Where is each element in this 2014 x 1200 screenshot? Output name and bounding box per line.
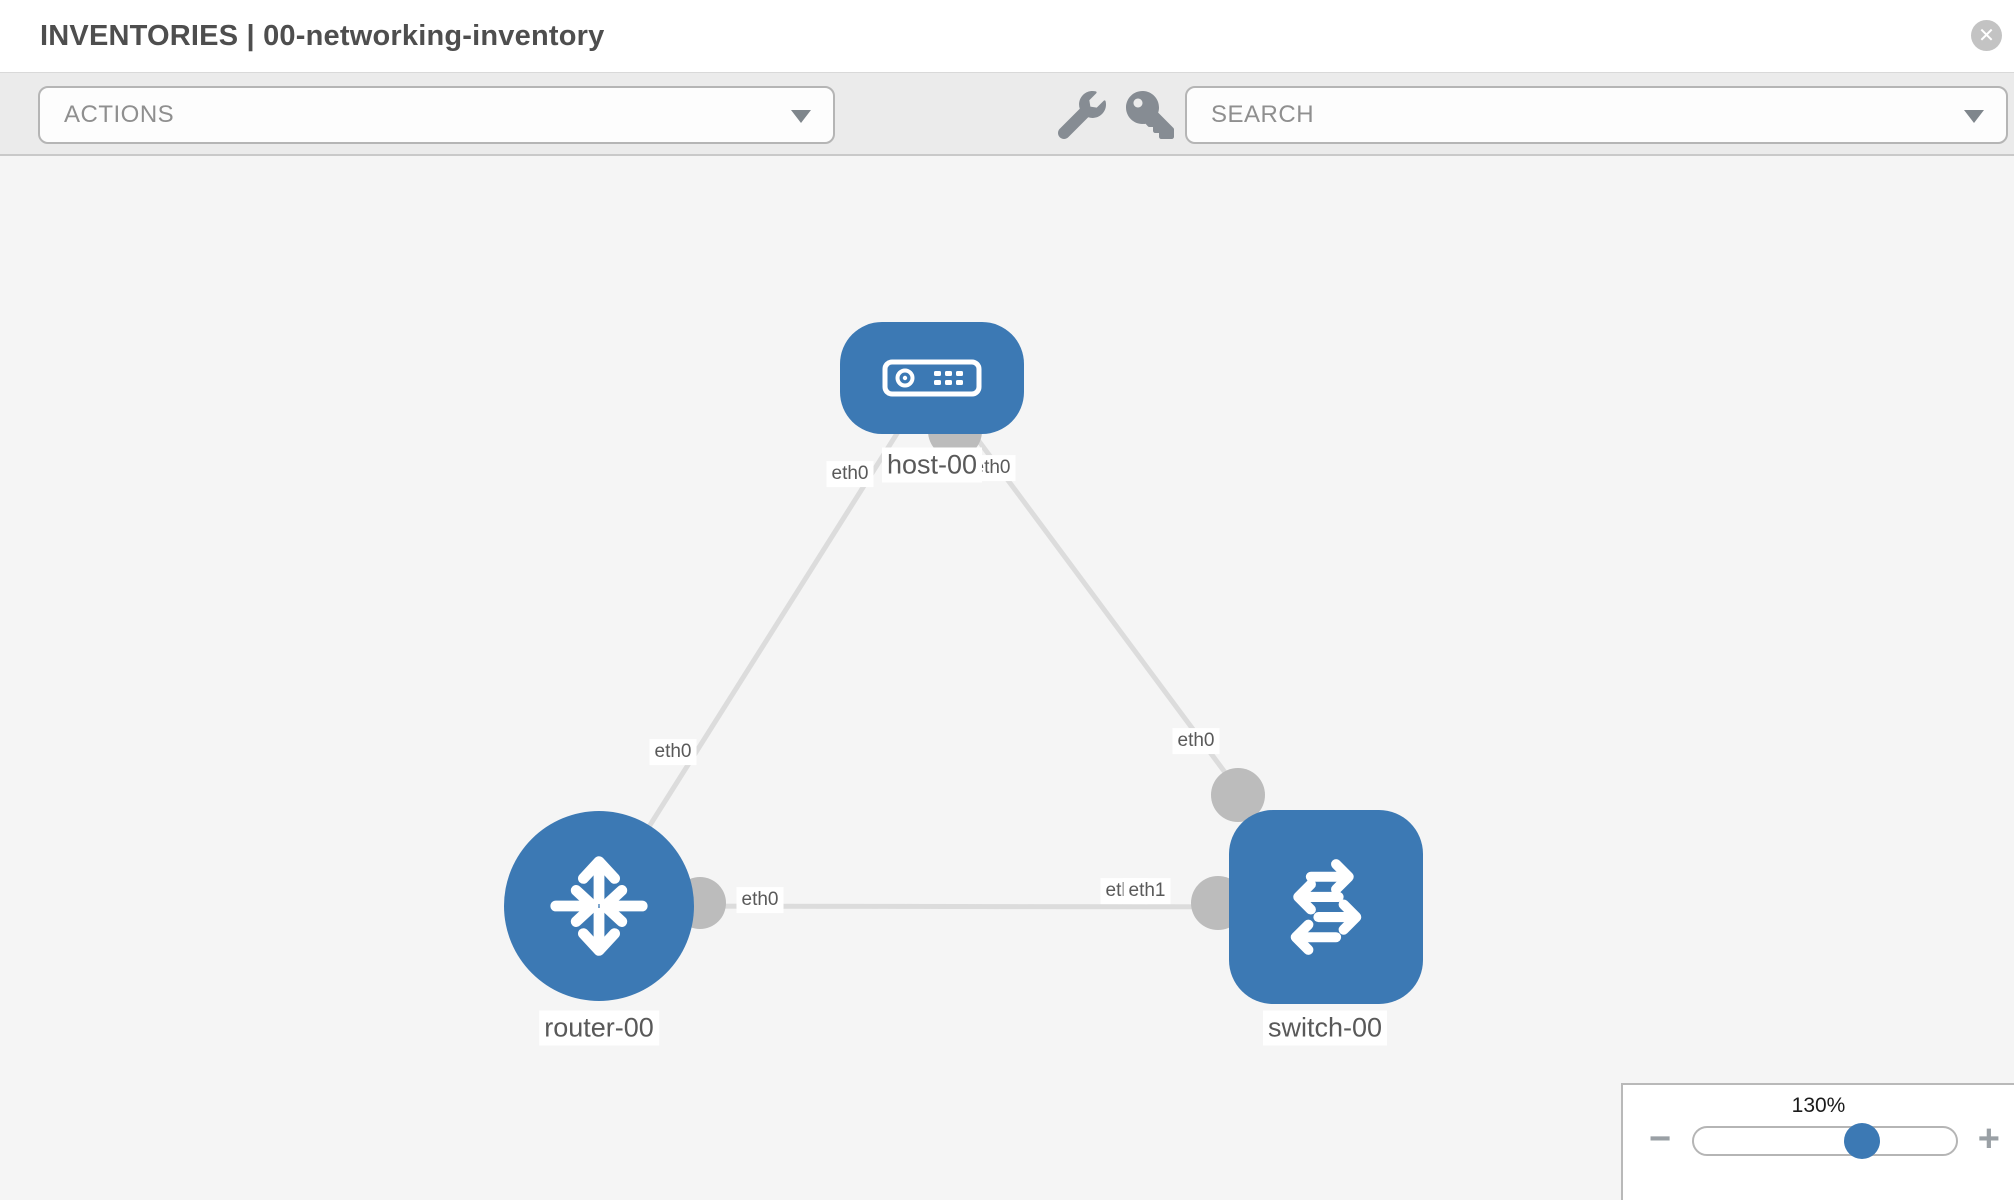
key-icon[interactable] <box>1126 91 1174 139</box>
node-router-00[interactable] <box>504 811 694 1001</box>
wrench-icon[interactable] <box>1058 91 1106 139</box>
topology-edges <box>596 376 1328 930</box>
node-host-00[interactable] <box>840 322 1024 434</box>
zoom-level: 130% <box>1791 1094 1846 1117</box>
page-title: INVENTORIES | 00-networking-inventory <box>40 19 605 52</box>
zoom-slider-handle[interactable] <box>1843 1123 1880 1159</box>
node-switch-00[interactable] <box>1229 810 1423 1004</box>
node-label-host: host-00 <box>881 447 983 483</box>
node-label-router: router-00 <box>539 1010 659 1046</box>
actions-dropdown-label: ACTIONS <box>64 101 175 128</box>
interface-label: eth0 <box>826 461 874 487</box>
chevron-down-icon <box>1964 110 1984 123</box>
topology-canvas[interactable]: host-00 router-00 switch-00 eth0 eth0 et… <box>0 156 2014 1200</box>
search-dropdown-label: SEARCH <box>1211 101 1315 128</box>
zoom-panel: 130% − + <box>1621 1083 2014 1200</box>
toolbar: ACTIONS SEARCH <box>0 72 2014 156</box>
edge-host-router <box>596 376 935 908</box>
zoom-in-button[interactable]: + <box>1977 1118 2000 1160</box>
page-header: INVENTORIES | 00-networking-inventory ✕ <box>0 0 2014 72</box>
router-icon <box>550 856 648 956</box>
host-icon <box>882 359 982 397</box>
interface-label: eth0 <box>649 739 697 765</box>
close-icon[interactable]: ✕ <box>1971 20 2002 51</box>
chevron-down-icon <box>791 110 811 123</box>
switch-icon <box>1290 859 1362 955</box>
connector-dot <box>1211 768 1265 822</box>
interface-label: eth1 <box>1123 878 1171 904</box>
zoom-out-button[interactable]: − <box>1649 1118 1672 1160</box>
interface-label: eth0 <box>1172 728 1220 754</box>
interface-label: eth0 <box>736 887 784 913</box>
node-label-switch: switch-00 <box>1262 1010 1388 1046</box>
zoom-slider[interactable] <box>1692 1123 1958 1159</box>
actions-dropdown[interactable]: ACTIONS <box>38 86 835 144</box>
search-dropdown[interactable]: SEARCH <box>1185 86 2008 144</box>
